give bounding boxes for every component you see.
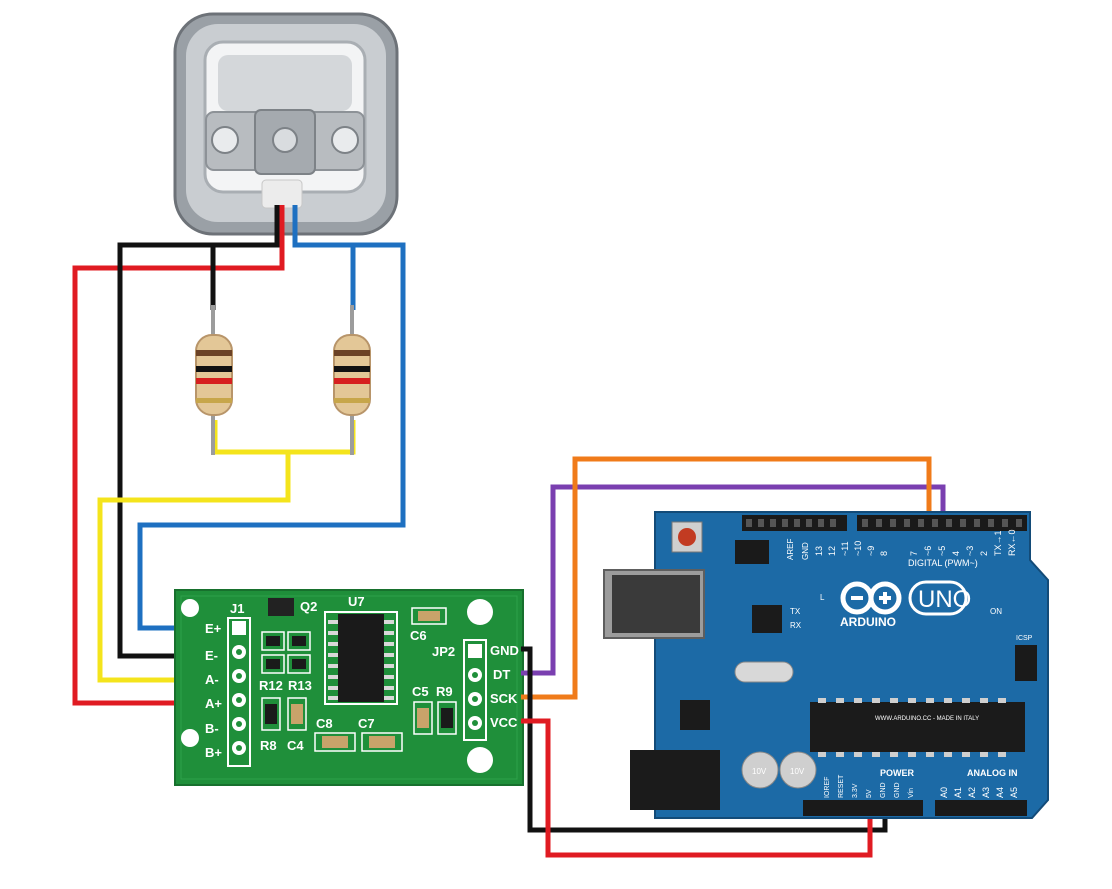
digital-pin-label-2: ~11 — [840, 541, 850, 556]
power-pin-label-2: 3.3V — [852, 783, 859, 798]
c8-label: C8 — [316, 716, 333, 731]
arduino-logo — [840, 581, 902, 615]
hx711-board: J1 E+ E- A- A+ B- B+ Q2 U7 — [174, 589, 524, 786]
l-label: L — [820, 593, 825, 602]
uno-logo: UNO — [918, 586, 971, 613]
pin-e-plus: E+ — [205, 621, 222, 636]
pin-dt: DT — [493, 667, 510, 682]
c5-label: C5 — [412, 684, 429, 699]
c6-label: C6 — [410, 628, 427, 643]
pin-vcc: VCC — [490, 715, 518, 730]
analog-pin-label-2: A2 — [967, 787, 977, 798]
orange-wire-sck — [521, 456, 932, 700]
j1-pads — [232, 621, 246, 755]
arduino-uno-board: 10V 10V UNO ARDUINO DIGITAL (PWM~) WWW.A… — [603, 511, 1049, 819]
aref-pin-label: AREF — [786, 539, 795, 560]
cap1-label: 10V — [752, 767, 767, 776]
gnd-pin-label: GND — [801, 542, 810, 560]
load-cell — [173, 12, 399, 236]
arduino-brand: ARDUINO — [840, 615, 896, 629]
yellow-wire-a-minus — [97, 452, 291, 683]
icsp-label: ICSP — [1016, 635, 1033, 642]
jp2-pads — [468, 644, 482, 730]
pin-sck: SCK — [490, 691, 518, 706]
r9-label: R9 — [436, 684, 453, 699]
digital-pin-label-5: 8 — [879, 551, 889, 556]
c7-label: C7 — [358, 716, 375, 731]
jp2-label: JP2 — [432, 644, 455, 659]
pin-b-minus: B- — [205, 721, 219, 736]
digital-pin-label-b-4: ~3 — [965, 546, 975, 556]
black-wire-e-minus — [117, 205, 280, 659]
analog-pin-label-0: A0 — [939, 787, 949, 798]
yellow-wire-bridge — [212, 420, 356, 455]
c4-label: C4 — [287, 738, 304, 753]
digital-pin-label-b-0: 7 — [909, 551, 919, 556]
power-pin-labels: IOREF RESET 3.3V 5V GND GND Vin — [824, 774, 915, 798]
pin-gnd: GND — [490, 643, 519, 658]
digital-pin-label-b-1: ~6 — [923, 546, 933, 556]
pin-a-minus: A- — [205, 672, 219, 687]
power-pin-label-1: RESET — [838, 774, 845, 798]
website-label: WWW.ARDUINO.CC - MADE IN ITALY — [875, 716, 979, 722]
u7-chip — [324, 611, 398, 705]
blue-wire-e-plus — [137, 205, 406, 631]
q2-label: Q2 — [300, 599, 317, 614]
j1-label: J1 — [230, 601, 244, 616]
resistor-right — [333, 305, 371, 455]
analog-pin-label-4: A4 — [995, 787, 1005, 798]
r8-label: R8 — [260, 738, 277, 753]
r12-label: R12 — [259, 678, 283, 693]
power-pin-label-0: IOREF — [824, 777, 831, 798]
digital-pin-label-b-2: ~5 — [937, 546, 947, 556]
red-wire-a-plus — [72, 205, 285, 706]
power-label: POWER — [880, 768, 915, 778]
power-pin-label-4: GND — [880, 782, 887, 798]
analog-label: ANALOG IN — [967, 768, 1018, 778]
tx-label: TX — [790, 607, 801, 616]
purple-wire-dt — [521, 484, 946, 676]
black-wire-gnd — [521, 646, 888, 833]
analog-pin-labels: A0 A1 A2 A3 A4 A5 — [939, 787, 1019, 798]
digital-pin-label-4: ~9 — [866, 546, 876, 556]
load-cell-wires — [72, 205, 406, 706]
digital-pin-label-1: 12 — [827, 546, 837, 556]
analog-pin-label-3: A3 — [981, 787, 991, 798]
analog-pin-label-1: A1 — [953, 787, 963, 798]
r13-label: R13 — [288, 678, 312, 693]
digital-pin-label-b-5: 2 — [979, 551, 989, 556]
cap2-label: 10V — [790, 767, 805, 776]
pin-e-minus: E- — [205, 648, 218, 663]
power-pin-label-3: 5V — [866, 789, 873, 798]
digital-pin-label-b-7: RX←0 — [1007, 529, 1017, 556]
pin-b-plus: B+ — [205, 745, 222, 760]
red-wire-vcc — [521, 718, 873, 858]
rx-label: RX — [790, 621, 802, 630]
digital-pin-label-3: ~10 — [853, 541, 863, 556]
digital-label: DIGITAL (PWM~) — [908, 558, 978, 568]
digital-pin-label-0: 13 — [814, 546, 824, 556]
power-pin-label-5: GND — [894, 782, 901, 798]
on-label: ON — [990, 607, 1002, 616]
resistor-left — [195, 305, 233, 455]
digital-pin-label-b-6: TX→1 — [993, 530, 1003, 556]
pin-a-plus: A+ — [205, 696, 222, 711]
u7-label: U7 — [348, 594, 365, 609]
arduino-wires — [521, 456, 946, 858]
power-pin-label-6: Vin — [908, 788, 915, 798]
analog-pin-label-5: A5 — [1009, 787, 1019, 798]
digital-pin-label-b-3: 4 — [951, 551, 961, 556]
